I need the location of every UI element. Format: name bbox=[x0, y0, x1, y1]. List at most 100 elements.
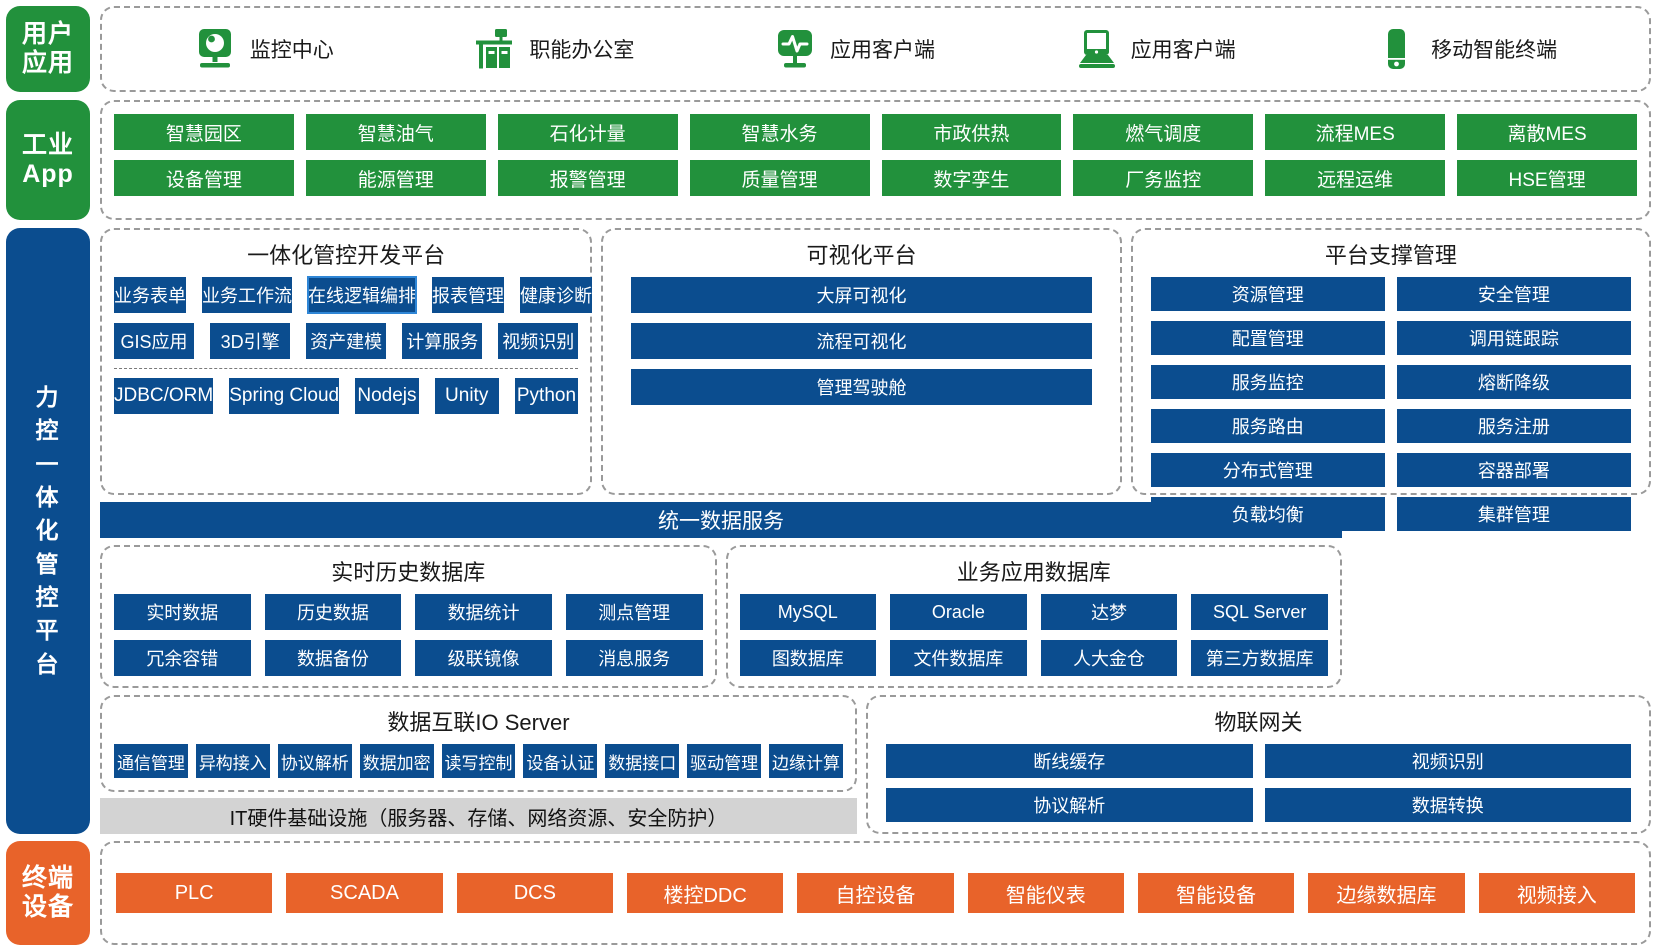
realtime-db-box[interactable]: 数据统计 bbox=[415, 594, 552, 630]
terminal-device-box[interactable]: 边缘数据库 bbox=[1308, 873, 1465, 913]
realtime-db-box[interactable]: 冗余容错 bbox=[114, 640, 251, 676]
support-management-box[interactable]: 熔断降级 bbox=[1396, 365, 1631, 399]
user-app-label: 应用客户端 bbox=[1130, 39, 1236, 62]
dev-platform-box[interactable]: 3D引擎 bbox=[210, 323, 291, 359]
terminal-device-panel: PLC SCADA DCS 楼控DDC 自控设备智能仪表智能设备边缘数据库视频接入 bbox=[100, 841, 1651, 945]
user-app-item-app-client-laptop[interactable]: 应用客户端 bbox=[1075, 27, 1236, 71]
support-management-box[interactable]: 调用链跟踪 bbox=[1396, 321, 1631, 355]
visual-platform-title: 可视化平台 bbox=[806, 243, 917, 268]
industrial-app-box[interactable]: HSE管理 bbox=[1457, 160, 1637, 196]
support-management-box[interactable]: 集群管理 bbox=[1396, 497, 1631, 531]
visual-platform-box[interactable]: 大屏可视化 bbox=[631, 277, 1092, 313]
user-app-item-monitor-center[interactable]: 监控中心 bbox=[194, 27, 334, 71]
industrial-app-box[interactable]: 流程MES bbox=[1265, 114, 1446, 150]
dev-platform-tech-box[interactable]: JDBC/ORM bbox=[114, 378, 214, 414]
user-app-item-app-client-monitor[interactable]: 应用客户端 bbox=[774, 27, 935, 71]
dev-platform-tech-box[interactable]: Spring Cloud bbox=[229, 378, 340, 414]
io-server-box[interactable]: 数据加密 bbox=[359, 744, 434, 778]
industrial-app-box[interactable]: 石化计量 bbox=[497, 114, 678, 150]
dev-platform-box[interactable]: GIS应用 bbox=[114, 323, 195, 359]
iot-gateway-panel: 物联网关 断线缓存视频识别协议解析数据转换 bbox=[866, 695, 1651, 834]
visual-platform-box[interactable]: 管理驾驶舱 bbox=[631, 369, 1092, 405]
industrial-app-box[interactable]: 智慧水务 bbox=[689, 114, 870, 150]
row-label-line-2: 设备 bbox=[21, 893, 74, 921]
io-server-box[interactable]: 异构接入 bbox=[195, 744, 270, 778]
io-server-box[interactable]: 读写控制 bbox=[441, 744, 516, 778]
industrial-app-box[interactable]: 报警管理 bbox=[497, 160, 678, 196]
dev-platform-box[interactable]: 业务工作流 bbox=[202, 277, 292, 313]
realtime-db-box[interactable]: 级联镜像 bbox=[415, 640, 552, 676]
industrial-app-box[interactable]: 远程运维 bbox=[1265, 160, 1446, 196]
io-server-box[interactable]: 设备认证 bbox=[523, 744, 598, 778]
row-label-integrated-platform: 力控一体化管控平台 bbox=[6, 228, 90, 834]
support-management-box[interactable]: 安全管理 bbox=[1396, 277, 1631, 311]
industrial-app-box[interactable]: 离散MES bbox=[1457, 114, 1637, 150]
io-server-box[interactable]: 通信管理 bbox=[114, 744, 188, 778]
support-management-panel: 平台支撑管理 资源管理安全管理配置管理调用链跟踪服务监控熔断降级服务路由服务注册… bbox=[1130, 228, 1651, 531]
io-server-box[interactable]: 协议解析 bbox=[277, 744, 352, 778]
support-management-box[interactable]: 资源管理 bbox=[1150, 277, 1385, 311]
dev-platform-tech-box[interactable]: Unity bbox=[434, 378, 499, 414]
realtime-db-box[interactable]: 历史数据 bbox=[264, 594, 402, 630]
support-management-box[interactable]: 服务监控 bbox=[1150, 365, 1385, 399]
terminal-device-box[interactable]: 自控设备 bbox=[797, 873, 954, 913]
industrial-app-box[interactable]: 能源管理 bbox=[305, 160, 486, 196]
industrial-app-box[interactable]: 智慧油气 bbox=[305, 114, 486, 150]
industrial-app-box[interactable]: 设备管理 bbox=[114, 160, 294, 196]
terminal-device-box[interactable]: 视频接入 bbox=[1478, 873, 1635, 913]
terminal-device-box[interactable]: SCADA bbox=[286, 873, 443, 913]
iot-gateway-box[interactable]: 数据转换 bbox=[1264, 788, 1631, 822]
user-app-item-mobile-terminal[interactable]: 移动智能终端 bbox=[1375, 27, 1557, 71]
iot-gateway-box[interactable]: 视频识别 bbox=[1264, 744, 1631, 778]
dev-platform-box[interactable]: 资产建模 bbox=[306, 323, 387, 359]
dev-platform-tech-box[interactable]: Nodejs bbox=[355, 378, 419, 414]
terminal-device-box[interactable]: 智能设备 bbox=[1137, 873, 1295, 913]
dev-platform-box[interactable]: 业务表单 bbox=[114, 277, 186, 313]
business-db-box[interactable]: 人大金仓 bbox=[1040, 640, 1178, 676]
business-db-box[interactable]: 第三方数据库 bbox=[1191, 640, 1328, 676]
support-management-box[interactable]: 配置管理 bbox=[1150, 321, 1385, 355]
support-management-box[interactable]: 服务路由 bbox=[1150, 409, 1385, 443]
industrial-app-box[interactable]: 数字孪生 bbox=[881, 160, 1062, 196]
industrial-app-box[interactable]: 厂务监控 bbox=[1073, 160, 1254, 196]
terminal-device-box[interactable]: 智能仪表 bbox=[967, 873, 1124, 913]
business-db-box[interactable]: 图数据库 bbox=[739, 640, 877, 676]
industrial-app-box[interactable]: 质量管理 bbox=[689, 160, 870, 196]
terminal-device-box[interactable]: 楼控DDC bbox=[626, 873, 784, 913]
support-management-box[interactable]: 分布式管理 bbox=[1150, 453, 1385, 487]
io-server-box[interactable]: 数据接口 bbox=[605, 744, 680, 778]
support-management-box[interactable]: 容器部署 bbox=[1396, 453, 1631, 487]
business-db-box[interactable]: Oracle bbox=[890, 594, 1027, 630]
iot-gateway-box[interactable]: 断线缓存 bbox=[886, 744, 1253, 778]
io-server-box[interactable]: 驱动管理 bbox=[687, 744, 762, 778]
io-server-box[interactable]: 边缘计算 bbox=[769, 744, 843, 778]
dev-platform-box[interactable]: 健康诊断 bbox=[520, 277, 592, 313]
industrial-app-box[interactable]: 智慧园区 bbox=[114, 114, 294, 150]
visual-platform-box[interactable]: 流程可视化 bbox=[631, 323, 1092, 359]
support-management-box[interactable]: 负载均衡 bbox=[1150, 497, 1385, 531]
realtime-db-box[interactable]: 实时数据 bbox=[114, 594, 251, 630]
business-db-box[interactable]: 达梦 bbox=[1040, 594, 1178, 630]
realtime-db-box[interactable]: 数据备份 bbox=[264, 640, 402, 676]
business-db-box[interactable]: MySQL bbox=[739, 594, 877, 630]
business-db-box[interactable]: SQL Server bbox=[1191, 594, 1328, 630]
terminal-device-box[interactable]: DCS bbox=[456, 873, 613, 913]
monitor-center-icon bbox=[194, 27, 236, 71]
dev-platform-tech-box[interactable]: Python bbox=[514, 378, 579, 414]
dev-platform-box[interactable]: 计算服务 bbox=[402, 323, 483, 359]
dev-platform-box[interactable]: 视频识别 bbox=[498, 323, 579, 359]
terminal-device-box[interactable]: PLC bbox=[116, 873, 273, 913]
realtime-db-box[interactable]: 消息服务 bbox=[565, 640, 703, 676]
industrial-app-box[interactable]: 燃气调度 bbox=[1073, 114, 1254, 150]
dev-platform-box[interactable]: 报表管理 bbox=[432, 277, 504, 313]
dev-platform-box[interactable]: 在线逻辑编排 bbox=[307, 276, 417, 314]
iot-gateway-box[interactable]: 协议解析 bbox=[886, 788, 1253, 822]
user-app-item-office-desk[interactable]: 职能办公室 bbox=[473, 27, 634, 71]
industrial-app-box[interactable]: 市政供热 bbox=[881, 114, 1062, 150]
business-db-box[interactable]: 文件数据库 bbox=[890, 640, 1027, 676]
iot-gateway-title: 物联网关 bbox=[1214, 710, 1303, 735]
support-management-box[interactable]: 服务注册 bbox=[1396, 409, 1631, 443]
realtime-db-box[interactable]: 测点管理 bbox=[565, 594, 703, 630]
